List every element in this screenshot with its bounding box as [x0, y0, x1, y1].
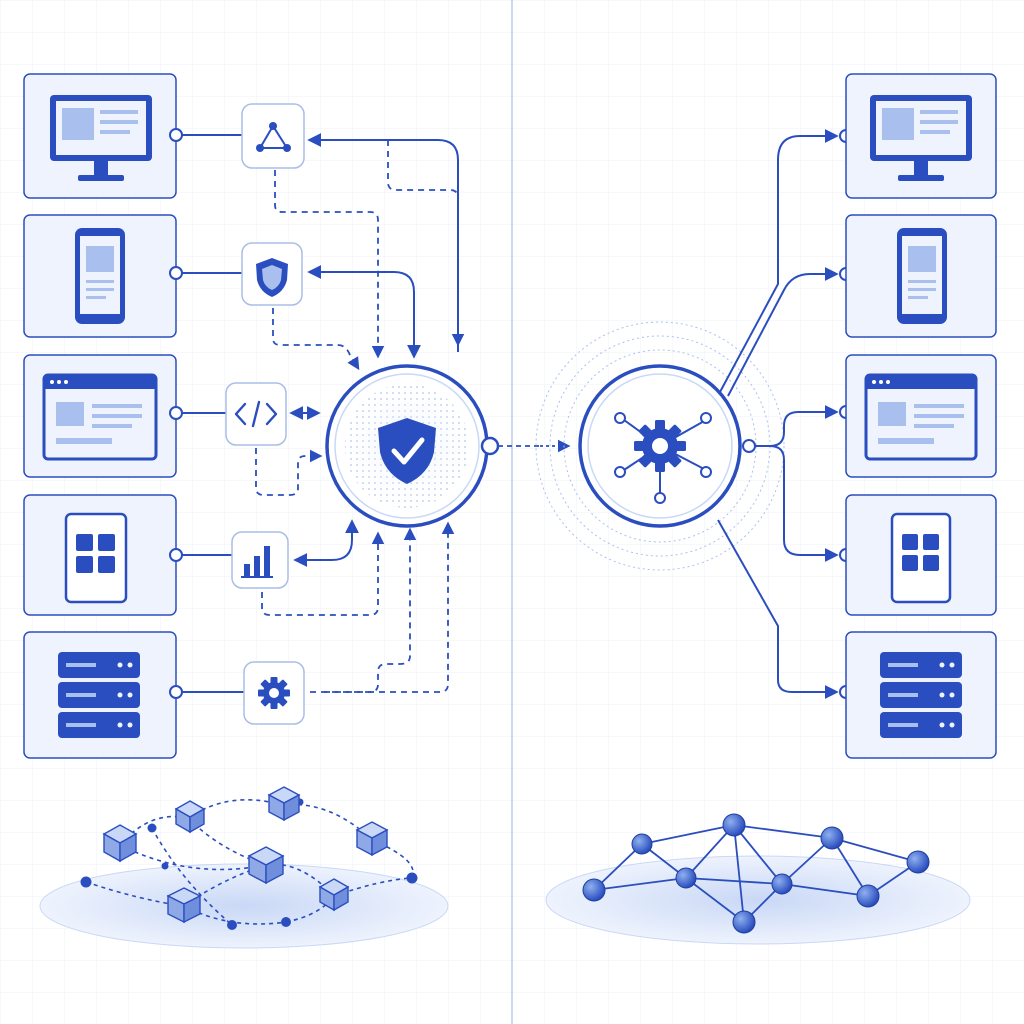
- hub-output-port[interactable]: [742, 439, 756, 453]
- desktop-card[interactable]: [845, 73, 997, 199]
- gear-icon: [258, 677, 290, 709]
- tablet-grid-icon: [64, 512, 128, 604]
- distributed-blocks-network: [39, 786, 449, 949]
- browser-window-card[interactable]: [845, 354, 997, 478]
- tablet-apps-card[interactable]: [845, 494, 997, 616]
- mesh-node-network: [545, 813, 971, 945]
- desktop-monitor-icon: [50, 95, 152, 181]
- cube: [102, 824, 138, 863]
- cube: [355, 821, 389, 857]
- desktop-card[interactable]: [23, 73, 177, 199]
- mobile-phone-icon: [897, 228, 947, 324]
- cube: [166, 887, 202, 924]
- server-rack-icon: [880, 652, 962, 738]
- sphere-mesh-icon: [582, 813, 930, 934]
- right-panel: [535, 73, 997, 945]
- orchestration-hub[interactable]: [578, 364, 756, 528]
- gear-network-icon: [614, 412, 712, 504]
- network-graph-icon: [256, 122, 291, 152]
- hub-output-port[interactable]: [480, 436, 500, 456]
- cube: [174, 800, 206, 834]
- tablet-apps-card[interactable]: [23, 494, 177, 616]
- network-graph-badge[interactable]: [241, 103, 305, 169]
- shield-icon: [256, 258, 288, 297]
- device-badge-links: [182, 134, 244, 693]
- left-panel: [23, 73, 500, 949]
- browser-window-icon: [864, 373, 978, 461]
- tablet-grid-icon: [890, 512, 952, 604]
- mobile-phone-icon: [75, 228, 125, 324]
- server-rack-icon: [58, 652, 140, 738]
- settings-badge[interactable]: [243, 661, 305, 725]
- browser-window-icon: [42, 373, 158, 461]
- analytics-badge[interactable]: [231, 531, 289, 589]
- dashed-flow-links: [255, 140, 465, 693]
- mobile-phone-card[interactable]: [23, 214, 177, 338]
- browser-window-card[interactable]: [23, 354, 177, 478]
- hub-branch-links: [717, 129, 839, 699]
- server-rack-card[interactable]: [23, 631, 177, 759]
- code-brackets-icon: [234, 400, 278, 428]
- cube: [247, 846, 285, 885]
- mobile-phone-card[interactable]: [845, 214, 997, 338]
- hub-to-badge-arrows: [289, 133, 459, 567]
- server-rack-card[interactable]: [845, 631, 997, 759]
- code-badge[interactable]: [225, 382, 287, 446]
- device-ports: [169, 128, 183, 699]
- bar-chart-icon: [241, 546, 273, 578]
- cube: [267, 786, 301, 822]
- cube: [318, 878, 350, 912]
- security-hub[interactable]: [325, 364, 500, 528]
- shield-badge[interactable]: [241, 242, 303, 306]
- cube-network-icon: [80, 786, 418, 930]
- shield-check-icon: [378, 418, 436, 484]
- desktop-monitor-icon: [870, 95, 972, 181]
